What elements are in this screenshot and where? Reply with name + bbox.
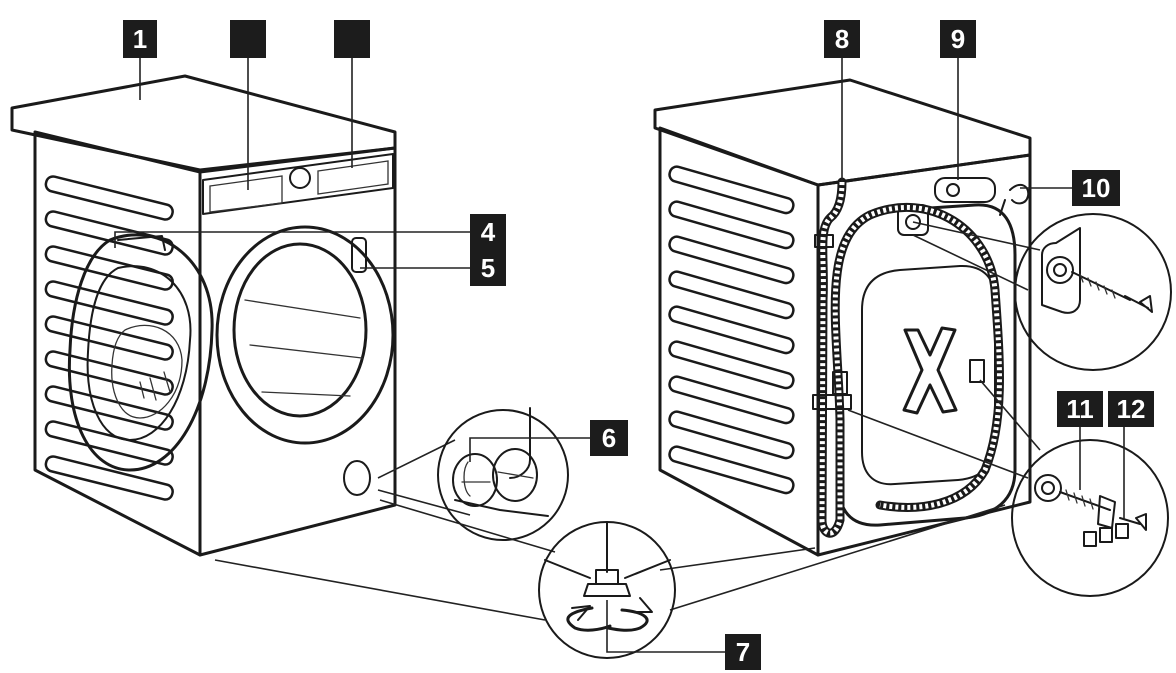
display-area xyxy=(209,175,283,213)
callout-1-label: 1 xyxy=(133,24,147,54)
spacer-sleeves xyxy=(1083,523,1129,547)
callout-10: 10 xyxy=(1072,170,1120,206)
callout-8: 8 xyxy=(824,20,860,58)
callout-5-label: 5 xyxy=(481,253,495,283)
x-brace xyxy=(902,326,958,415)
callout-leaders xyxy=(114,58,1125,653)
callout-7: 7 xyxy=(725,634,761,670)
callout-6-label: 6 xyxy=(602,423,616,453)
program-area xyxy=(317,160,389,195)
front-washing-machine xyxy=(10,74,397,557)
filter-cover xyxy=(343,460,371,496)
filter-detail-zoom xyxy=(377,407,569,541)
callout-11: 11 xyxy=(1057,391,1103,427)
callout-4-label: 4 xyxy=(481,217,496,247)
open-door xyxy=(67,233,214,472)
drum-opening-outer xyxy=(215,225,395,445)
control-panel xyxy=(202,153,394,215)
rotate-right-arrow xyxy=(606,608,649,632)
mains-cable-holder xyxy=(934,177,996,203)
door-glass-bowl xyxy=(111,324,183,419)
rear-side-vents xyxy=(668,165,795,495)
rotate-left-arrow xyxy=(566,606,612,632)
callout-12-label: 12 xyxy=(1117,394,1146,424)
callout-10-label: 10 xyxy=(1082,173,1111,203)
callout-3 xyxy=(334,20,370,58)
program-knob xyxy=(289,167,311,189)
callout-12: 12 xyxy=(1108,391,1154,427)
transit-bolt-zoom-upper xyxy=(912,213,1172,371)
door-glass xyxy=(86,265,192,441)
door-handle xyxy=(351,237,367,273)
callout-8-label: 8 xyxy=(835,24,849,54)
side-vents xyxy=(44,175,174,501)
callout-4: 4 xyxy=(470,214,506,250)
callout-6: 6 xyxy=(590,420,628,456)
drum-interior xyxy=(244,299,363,397)
callout-5: 5 xyxy=(470,250,506,286)
callout-2 xyxy=(230,20,266,58)
drum-opening-inner xyxy=(232,242,368,418)
callout-9-label: 9 xyxy=(951,24,965,54)
foot-detail-zoom xyxy=(214,499,1006,659)
callout-9: 9 xyxy=(940,20,976,58)
callout-7-label: 7 xyxy=(736,637,750,667)
rear-washing-machine xyxy=(653,78,1032,557)
transit-bolt-zoom-lower xyxy=(847,379,1169,597)
back-cover-inner xyxy=(861,264,996,486)
callout-11-label: 11 xyxy=(1066,394,1094,424)
callout-1: 1 xyxy=(123,20,157,58)
